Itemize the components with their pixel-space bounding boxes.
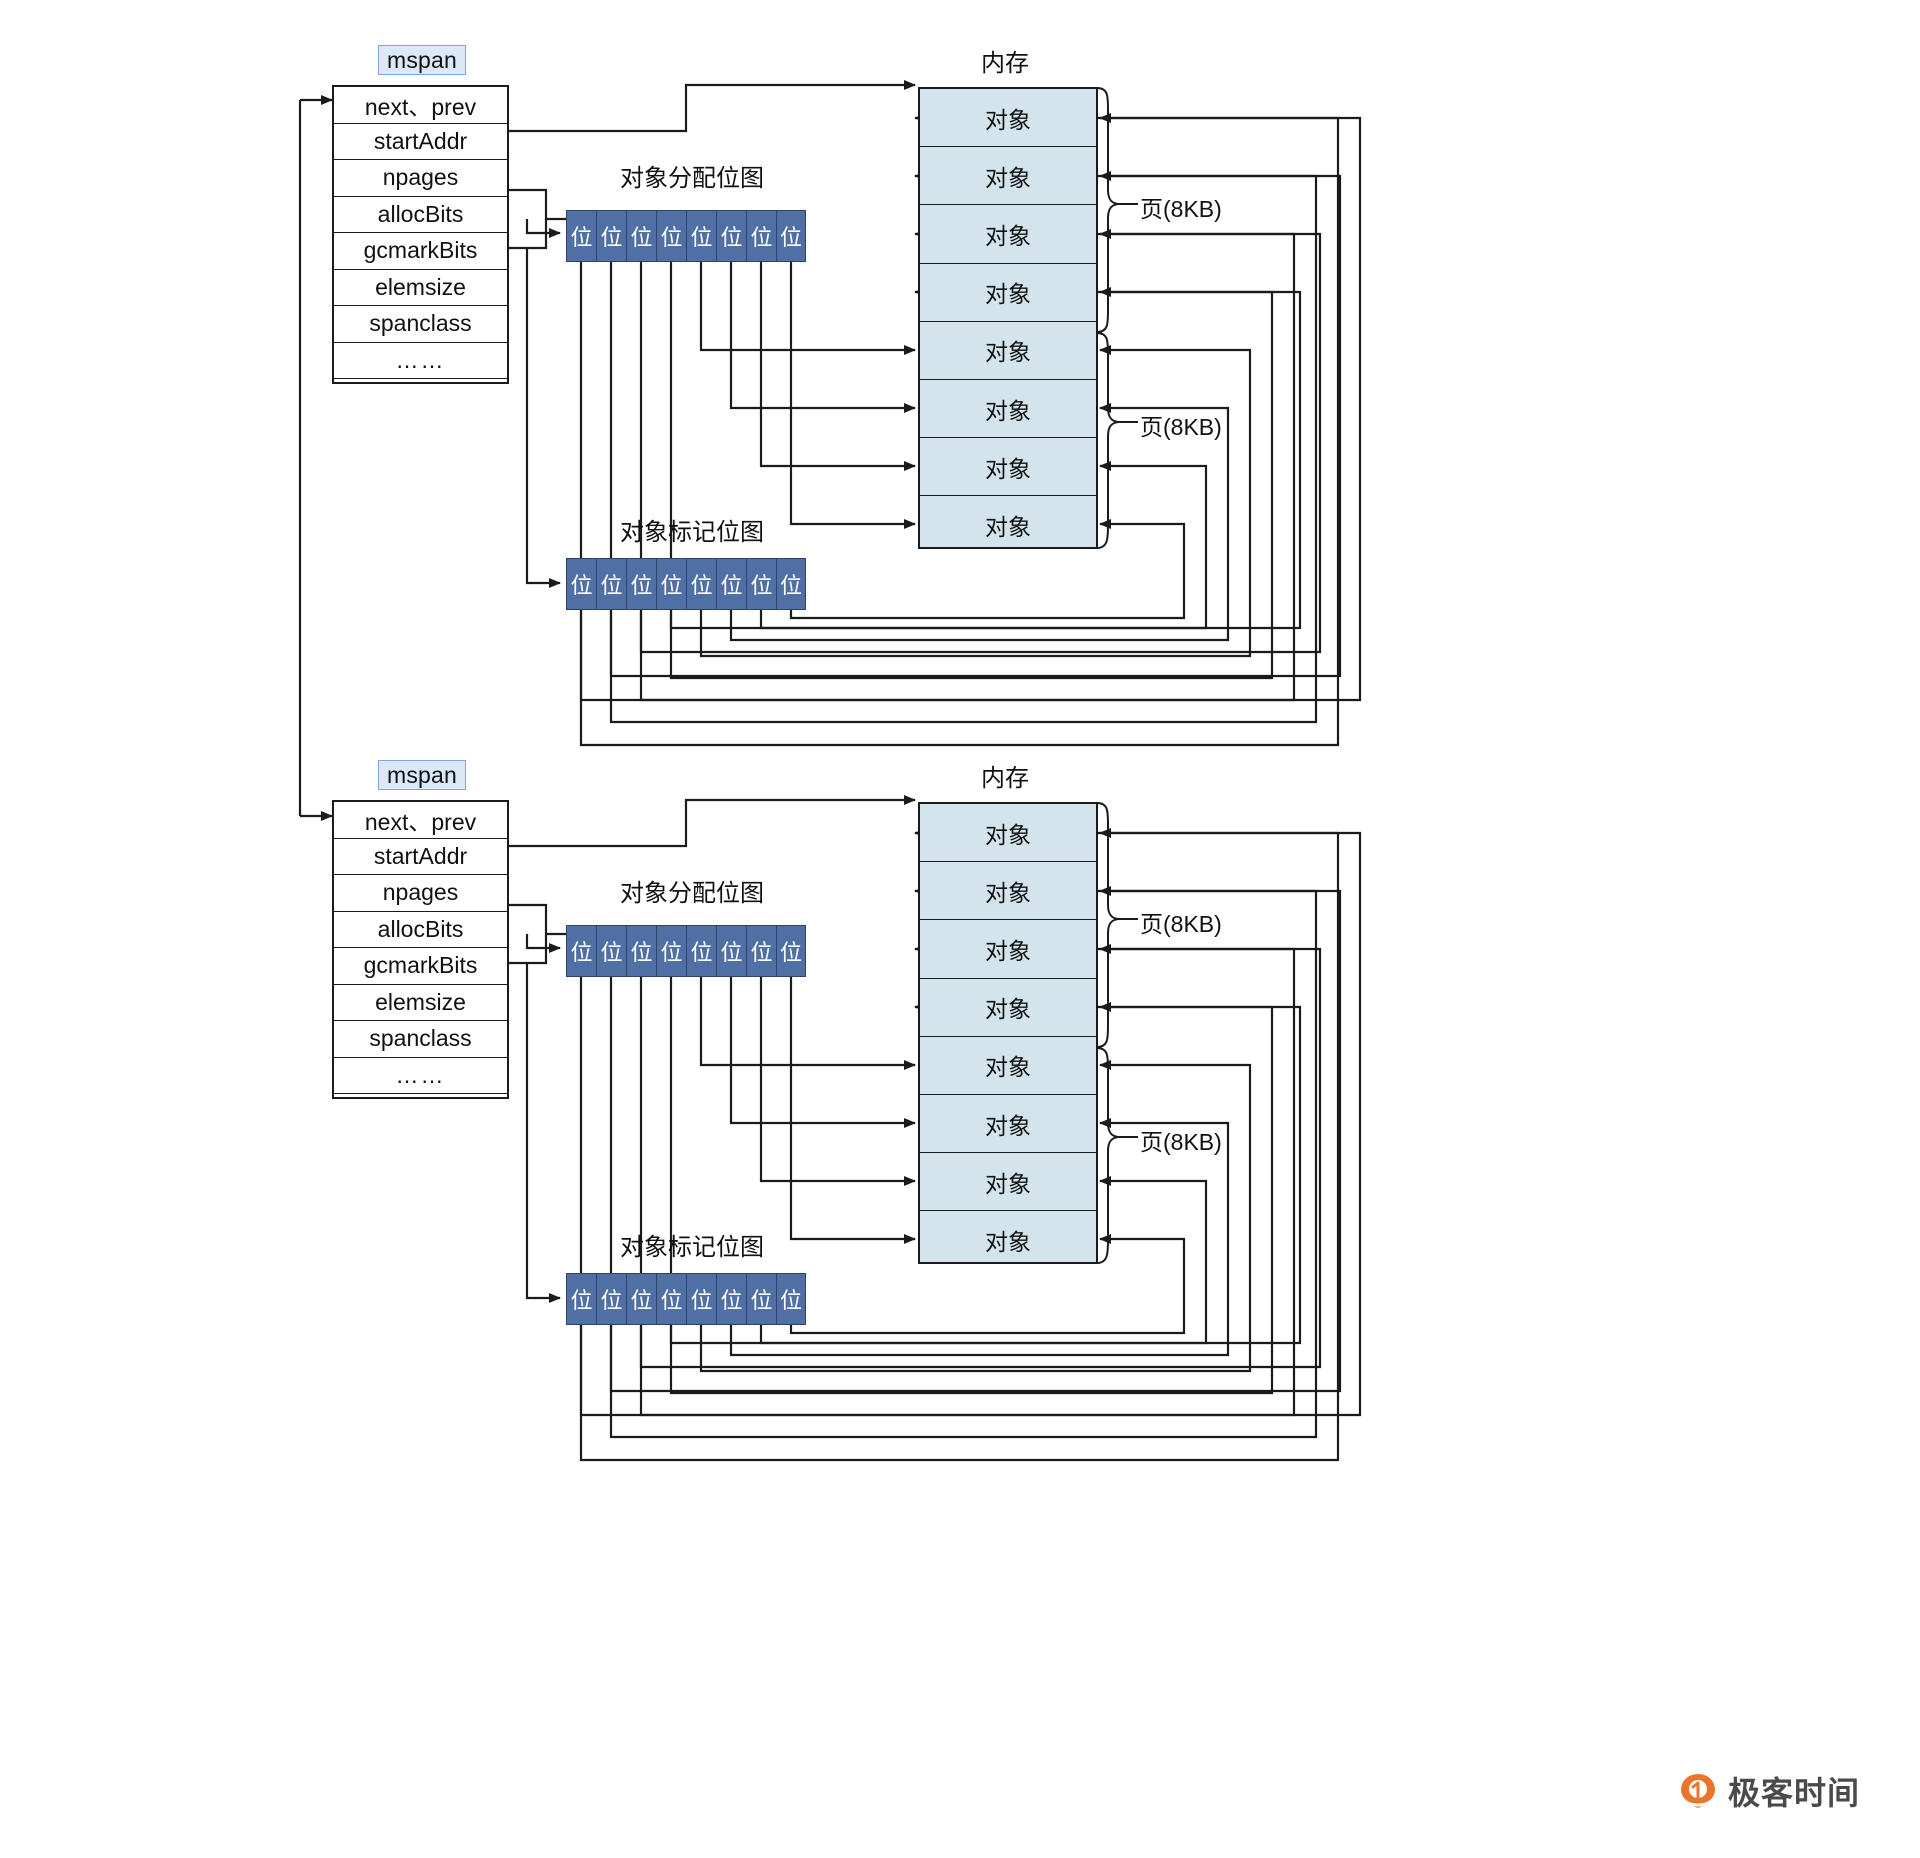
struct-field-next-prev: next、prev xyxy=(334,802,507,839)
bit-cell: 位 xyxy=(596,210,626,262)
mark-bitmap-title-2: 对象标记位图 xyxy=(620,1234,764,1261)
memory-object: 对象 xyxy=(920,322,1096,380)
memory-column-1: 对象 对象 对象 对象 对象 对象 对象 对象 xyxy=(918,87,1098,549)
bit-cell: 位 xyxy=(566,210,596,262)
memory-object: 对象 xyxy=(985,514,1031,541)
mspan-struct-table-2: next、prev startAddr npages allocBits gcm… xyxy=(332,800,509,1099)
memory-object: 对象 xyxy=(920,1153,1096,1212)
alloc-bitmap-title-1: 对象分配位图 xyxy=(620,165,764,192)
memory-object: 对象 xyxy=(920,979,1096,1037)
struct-field-empty xyxy=(334,1094,507,1166)
bit-cell: 位 xyxy=(596,558,626,610)
page-size-label: 页(8KB) xyxy=(1140,911,1222,937)
struct-field-gcmarkbits: gcmarkBits xyxy=(334,948,507,985)
bit-cell: 位 xyxy=(716,925,746,977)
bit-cell: 位 xyxy=(746,925,776,977)
bit-cell: 位 xyxy=(716,210,746,262)
memory-title-2: 内存 xyxy=(981,765,1029,792)
bit-cell: 位 xyxy=(566,558,596,610)
bit-cell: 位 xyxy=(656,210,686,262)
mark-bitmap-2: 位 位 位 位 位 位 位 位 xyxy=(566,1273,806,1325)
struct-field-allocbits: allocBits xyxy=(334,197,507,233)
bit-cell: 位 xyxy=(566,925,596,977)
page-size-label: 页(8KB) xyxy=(1140,414,1222,440)
struct-field-startaddr: startAddr xyxy=(334,839,507,875)
bit-cell: 位 xyxy=(716,1273,746,1325)
memory-object: 对象 xyxy=(920,920,1096,979)
struct-field-spanclass: spanclass xyxy=(334,306,507,343)
memory-object: 对象 xyxy=(920,862,1096,921)
mspan-chip-1: mspan xyxy=(378,45,466,75)
mark-bitmap-1: 位 位 位 位 位 位 位 位 xyxy=(566,558,806,610)
bit-cell: 位 xyxy=(686,558,716,610)
bit-cell: 位 xyxy=(776,1273,806,1325)
struct-field-gcmarkbits: gcmarkBits xyxy=(334,233,507,270)
bit-cell: 位 xyxy=(686,1273,716,1325)
bit-cell: 位 xyxy=(686,210,716,262)
memory-title-1: 内存 xyxy=(981,50,1029,77)
watermark-text: 极客时间 xyxy=(1728,1775,1861,1811)
bit-cell: 位 xyxy=(746,558,776,610)
memory-column-2: 对象 对象 对象 对象 对象 对象 对象 对象 xyxy=(918,802,1098,1264)
struct-field-npages: npages xyxy=(334,875,507,912)
bit-cell: 位 xyxy=(746,210,776,262)
alloc-bitmap-2: 位 位 位 位 位 位 位 位 xyxy=(566,925,806,977)
bit-cell: 位 xyxy=(656,558,686,610)
memory-object: 对象 xyxy=(920,1037,1096,1095)
bit-cell: 位 xyxy=(626,925,656,977)
watermark: 极客时间 xyxy=(1678,1768,1860,1814)
memory-object: 对象 xyxy=(920,1095,1096,1154)
bit-cell: 位 xyxy=(776,558,806,610)
page-size-label: 页(8KB) xyxy=(1140,1129,1222,1155)
memory-object: 对象 xyxy=(985,1229,1031,1256)
memory-object: 对象 xyxy=(920,438,1096,497)
bit-cell: 位 xyxy=(656,1273,686,1325)
memory-object: 对象 xyxy=(920,205,1096,264)
alloc-bitmap-1: 位 位 位 位 位 位 位 位 xyxy=(566,210,806,262)
struct-field-npages: npages xyxy=(334,160,507,197)
struct-field-elemsize: elemsize xyxy=(334,270,507,306)
bit-cell: 位 xyxy=(566,1273,596,1325)
memory-object: 对象 xyxy=(920,89,1096,148)
bit-cell: 位 xyxy=(776,925,806,977)
page-size-label: 页(8KB) xyxy=(1140,196,1222,222)
mark-bitmap-title-1: 对象标记位图 xyxy=(620,519,764,546)
struct-field-startaddr: startAddr xyxy=(334,124,507,160)
mspan-chip-2: mspan xyxy=(378,760,466,790)
bit-cell: 位 xyxy=(626,1273,656,1325)
bit-cell: 位 xyxy=(686,925,716,977)
struct-field-ellipsis: …… xyxy=(334,343,507,379)
bit-cell: 位 xyxy=(596,925,626,977)
struct-field-empty xyxy=(334,379,507,451)
bit-cell: 位 xyxy=(776,210,806,262)
mspan-chip-label: mspan xyxy=(386,46,458,73)
memory-object: 对象 xyxy=(920,147,1096,206)
bit-cell: 位 xyxy=(716,558,746,610)
mspan-chip-label: mspan xyxy=(386,761,458,788)
memory-object: 对象 xyxy=(920,264,1096,322)
geektime-logo-icon xyxy=(1681,1774,1715,1808)
memory-object: 对象 xyxy=(920,380,1096,439)
bit-cell: 位 xyxy=(656,925,686,977)
bit-cell: 位 xyxy=(746,1273,776,1325)
struct-field-ellipsis: …… xyxy=(334,1058,507,1094)
bit-cell: 位 xyxy=(626,210,656,262)
struct-field-allocbits: allocBits xyxy=(334,912,507,948)
struct-field-next-prev: next、prev xyxy=(334,87,507,124)
bit-cell: 位 xyxy=(626,558,656,610)
struct-field-elemsize: elemsize xyxy=(334,985,507,1021)
memory-object: 对象 xyxy=(920,804,1096,863)
struct-field-spanclass: spanclass xyxy=(334,1021,507,1058)
mspan-struct-table-1: next、prev startAddr npages allocBits gcm… xyxy=(332,85,509,384)
bit-cell: 位 xyxy=(596,1273,626,1325)
alloc-bitmap-title-2: 对象分配位图 xyxy=(620,880,764,907)
